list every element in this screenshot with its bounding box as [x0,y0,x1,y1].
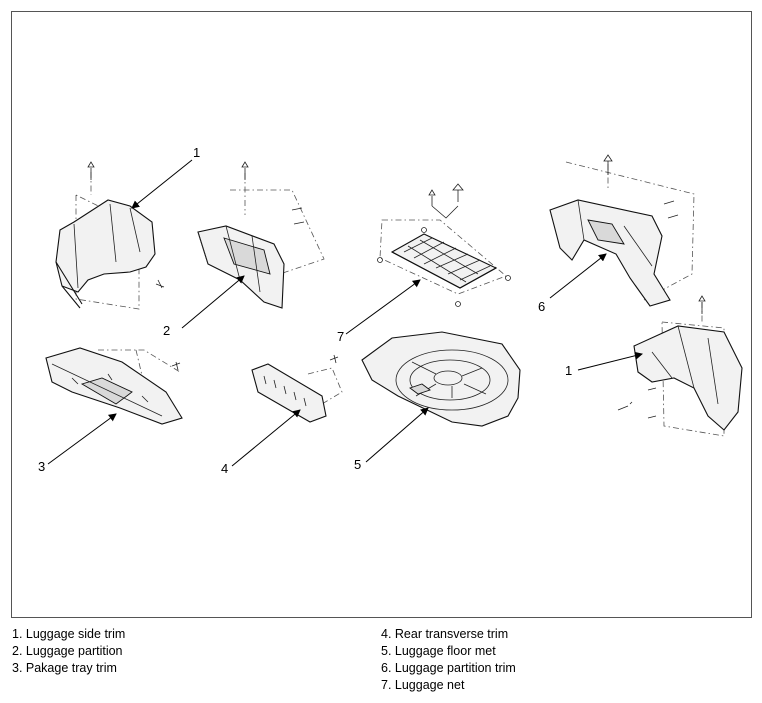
callout-4: 4 [221,461,229,476]
callout-1-right: 1 [565,363,573,378]
luggage-side-trim-left [55,161,165,310]
luggage-side-trim-right [617,295,743,437]
package-tray-trim [45,347,183,425]
callout-7: 7 [337,329,345,344]
callout-3: 3 [38,459,46,474]
legend-left-column: 1. Luggage side trim 2. Luggage partitio… [12,626,125,677]
callout-6: 6 [538,299,546,314]
diagram-drawing [45,154,743,467]
legend-item-7: 7. Luggage net [381,678,465,692]
legend-right-column: 4. Rear transverse trim 5. Luggage floor… [381,626,516,694]
callout-5: 5 [354,457,362,472]
luggage-partition-trim [549,154,695,307]
callout-1-top: 1 [193,145,201,160]
callout-2: 2 [163,323,171,338]
leader-lines [47,159,643,467]
legend-item-3: 3. Pakage tray trim [12,661,117,675]
legend-item-2: 2. Luggage partition [12,644,123,658]
legend-item-1: 1. Luggage side trim [12,627,126,641]
luggage-net [377,183,511,307]
luggage-partition [197,161,325,309]
legend-item-4: 4. Rear transverse trim [381,627,509,641]
rear-transverse-trim [251,354,343,423]
exploded-parts-diagram: 1 2 3 4 5 6 7 1 [11,11,752,618]
luggage-floor-mat [361,331,521,427]
legend-item-5: 5. Luggage floor met [381,644,496,658]
legend-item-6: 6. Luggage partition trim [381,661,516,675]
